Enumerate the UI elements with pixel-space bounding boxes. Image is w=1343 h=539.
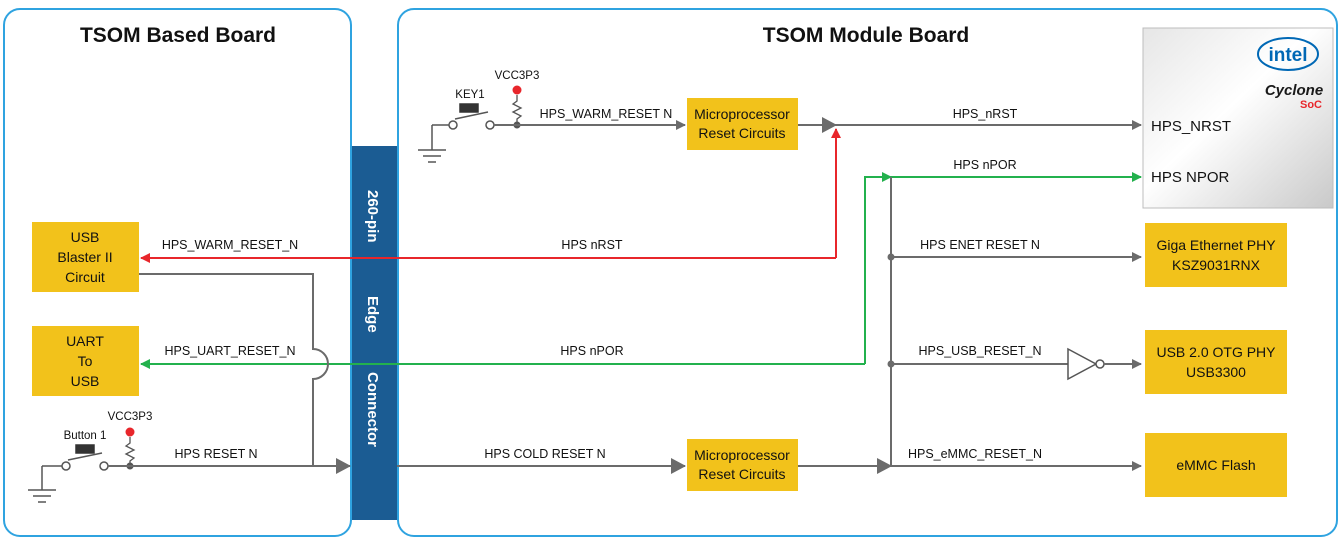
usb-otg-phy-block xyxy=(1145,330,1287,394)
left-panel xyxy=(3,8,352,537)
chip-pin-nrst: HPS_NRST xyxy=(1151,118,1231,135)
button1-switch xyxy=(28,444,109,503)
ethernet-phy-line-2: KSZ9031RNX xyxy=(1172,257,1261,273)
resistor-bottom xyxy=(124,437,136,466)
inverter-icon xyxy=(1067,347,1098,381)
signal-hps-usb-reset: HPS_USB_RESET_N xyxy=(919,344,1042,358)
wire-green-npor xyxy=(864,172,892,364)
right-panel xyxy=(397,8,1338,537)
signal-hps-nrst-mid: HPS nRST xyxy=(561,238,622,252)
signal-hps-warm-reset-left: HPS_WARM_RESET_N xyxy=(162,238,298,252)
ethernet-phy-block xyxy=(1145,223,1287,287)
vcc-top-dot xyxy=(512,85,522,95)
reset-circuit-bottom-block xyxy=(687,439,798,491)
connector-label-2: Edge xyxy=(364,296,381,333)
uart-line-2: To xyxy=(78,353,93,369)
edge-connector xyxy=(352,146,397,520)
left-panel-title: TSOM Based Board xyxy=(80,24,276,47)
emmc-flash-label: eMMC Flash xyxy=(1176,457,1255,473)
reset-circuit-bottom-line-1: Microprocessor xyxy=(694,447,790,463)
soc-logo-text: SoC xyxy=(1300,99,1322,111)
signal-hps-cold-reset: HPS COLD RESET N xyxy=(484,447,605,461)
chip-pin-npor: HPS NPOR xyxy=(1151,169,1230,186)
cyclone-logo-text: Cyclone xyxy=(1265,82,1323,99)
emmc-flash-block xyxy=(1145,433,1287,497)
connector-label-3: Connector xyxy=(364,372,381,447)
connector-label-1: 260-pin xyxy=(364,190,381,243)
button1-label: Button 1 xyxy=(64,430,107,442)
signal-hps-nrst-top: HPS_nRST xyxy=(953,107,1018,121)
signal-hps-npor-top: HPS nPOR xyxy=(953,158,1016,172)
signal-hps-warm-reset-top: HPS_WARM_RESET N xyxy=(540,107,673,121)
signal-hps-npor-mid: HPS nPOR xyxy=(560,344,623,358)
ethernet-phy-line-1: Giga Ethernet PHY xyxy=(1156,237,1276,253)
reset-circuit-bottom-line-2: Reset Circuits xyxy=(698,466,785,482)
vcc-bottom-dot xyxy=(125,427,135,437)
usb-blaster-line-3: Circuit xyxy=(65,269,105,285)
intel-logo-icon xyxy=(1257,37,1319,71)
uart-block xyxy=(32,326,139,396)
inverter-bubble xyxy=(1095,359,1105,369)
usb-blaster-line-2: Blaster II xyxy=(57,249,112,265)
signal-hps-emmc-reset: HPS_eMMC_RESET_N xyxy=(908,447,1042,461)
intel-logo-text: intel xyxy=(1268,45,1307,66)
usb-otg-phy-line-1: USB 2.0 OTG PHY xyxy=(1156,344,1276,360)
reset-circuit-top-line-1: Microprocessor xyxy=(694,106,790,122)
usb-otg-phy-line-2: USB3300 xyxy=(1186,364,1246,380)
uart-line-3: USB xyxy=(71,373,100,389)
cyclone-soc-chip xyxy=(1142,27,1334,209)
reset-circuit-top-block xyxy=(687,98,798,150)
resistor-top xyxy=(511,95,523,125)
wire-blaster-feedback xyxy=(139,273,329,466)
key1-switch xyxy=(418,103,495,163)
signal-hps-reset: HPS RESET N xyxy=(174,447,257,461)
uart-line-1: UART xyxy=(66,333,104,349)
vcc3p3-top-label: VCC3P3 xyxy=(495,70,540,82)
signal-hps-enet-reset: HPS ENET RESET N xyxy=(920,238,1040,252)
usb-blaster-line-1: USB xyxy=(71,229,100,245)
vcc3p3-bottom-label: VCC3P3 xyxy=(108,411,153,423)
signal-hps-uart-reset: HPS_UART_RESET_N xyxy=(164,344,295,358)
usb-blaster-block xyxy=(32,222,139,292)
reset-circuit-top-line-2: Reset Circuits xyxy=(698,125,785,141)
right-panel-title: TSOM Module Board xyxy=(763,24,970,47)
key1-label: KEY1 xyxy=(455,89,484,101)
